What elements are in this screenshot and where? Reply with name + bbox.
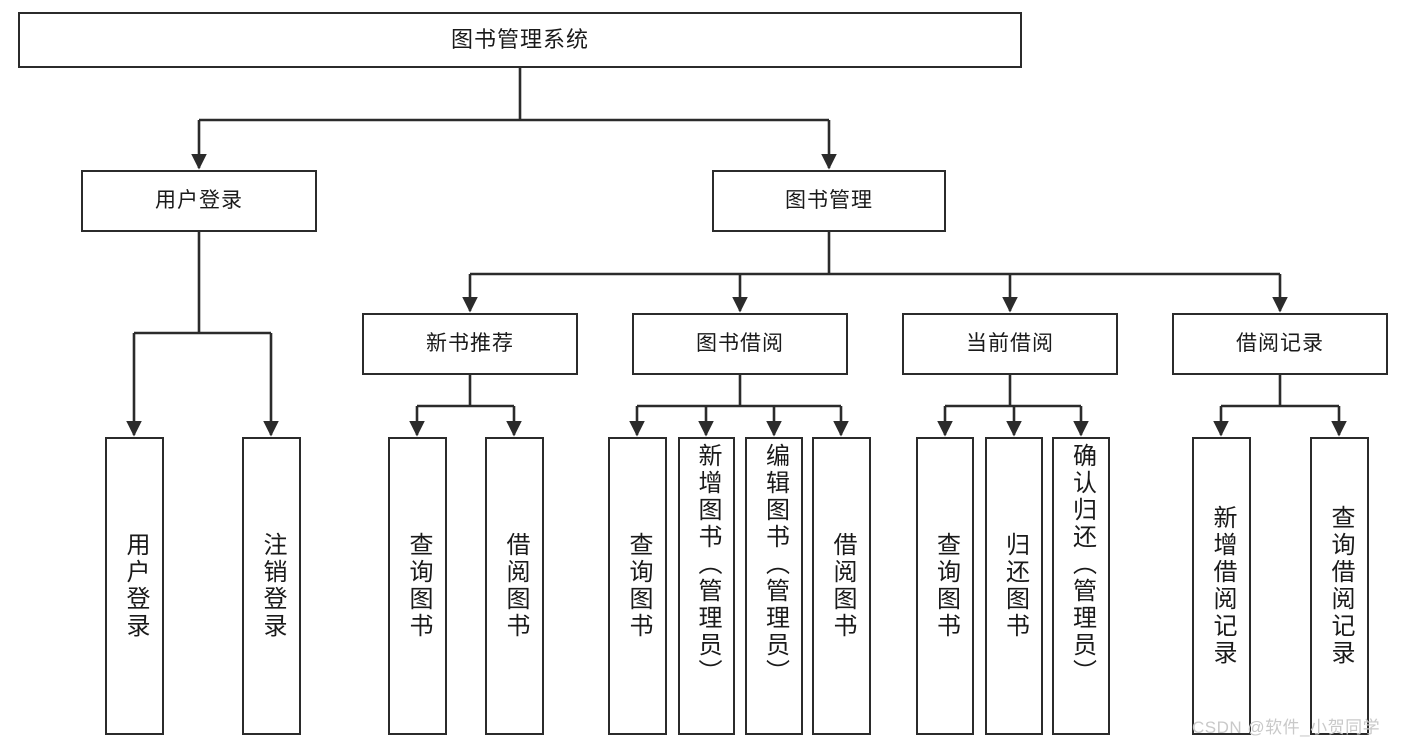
node-leaf-add-borrow-record[interactable]: 新增借阅记录 <box>1192 437 1251 735</box>
node-label: 查询图书 <box>932 532 960 640</box>
node-new-book-recommendation[interactable]: 新书推荐 <box>362 313 578 375</box>
node-book-borrowing[interactable]: 图书借阅 <box>632 313 848 375</box>
node-label: 编辑图书（管理员） <box>761 443 789 686</box>
node-leaf-add-book-admin[interactable]: 新增图书（管理员） <box>678 437 735 735</box>
node-label: 新增图书（管理员） <box>693 443 721 686</box>
node-current-borrowing[interactable]: 当前借阅 <box>902 313 1118 375</box>
node-label: 用户登录 <box>121 532 149 640</box>
node-user-login[interactable]: 用户登录 <box>81 170 317 232</box>
node-leaf-logout[interactable]: 注销登录 <box>242 437 301 735</box>
node-label: 查询借阅记录 <box>1326 505 1354 667</box>
node-leaf-edit-book-admin[interactable]: 编辑图书（管理员） <box>745 437 803 735</box>
node-label: 确认归还（管理员） <box>1068 443 1096 686</box>
node-label: 查询图书 <box>404 532 432 640</box>
node-leaf-query-books-current[interactable]: 查询图书 <box>916 437 974 735</box>
node-leaf-user-login[interactable]: 用户登录 <box>105 437 164 735</box>
node-label: 归还图书 <box>1001 532 1029 640</box>
node-label: 新书推荐 <box>426 332 514 356</box>
node-label: 图书管理 <box>785 189 873 213</box>
node-label: 图书借阅 <box>696 332 784 356</box>
node-leaf-borrow-books[interactable]: 借阅图书 <box>812 437 871 735</box>
node-label: 借阅图书 <box>501 532 529 640</box>
node-label: 新增借阅记录 <box>1208 505 1236 667</box>
node-label: 借阅记录 <box>1236 332 1324 356</box>
node-leaf-confirm-return-admin[interactable]: 确认归还（管理员） <box>1052 437 1110 735</box>
node-book-management[interactable]: 图书管理 <box>712 170 946 232</box>
node-leaf-query-borrow-record[interactable]: 查询借阅记录 <box>1310 437 1369 735</box>
node-root-system[interactable]: 图书管理系统 <box>18 12 1022 68</box>
node-leaf-query-books-recommendation[interactable]: 查询图书 <box>388 437 447 735</box>
node-leaf-return-books[interactable]: 归还图书 <box>985 437 1043 735</box>
node-label: 查询图书 <box>624 532 652 640</box>
node-borrowing-records[interactable]: 借阅记录 <box>1172 313 1388 375</box>
node-label: 注销登录 <box>258 532 286 640</box>
node-label: 图书管理系统 <box>450 26 589 52</box>
node-leaf-query-books-borrowing[interactable]: 查询图书 <box>608 437 667 735</box>
csdn-watermark: CSDN @软件_小贺同学 <box>1192 718 1381 737</box>
node-label: 借阅图书 <box>828 532 856 640</box>
node-leaf-borrow-books-recommendation[interactable]: 借阅图书 <box>485 437 544 735</box>
node-label: 当前借阅 <box>966 332 1054 356</box>
node-label: 用户登录 <box>155 189 243 213</box>
